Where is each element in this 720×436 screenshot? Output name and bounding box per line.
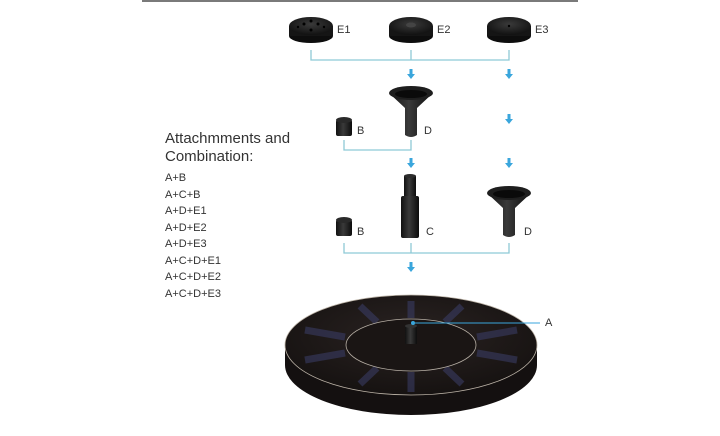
- list-item: A+C+D+E2: [165, 271, 221, 283]
- list-item: A+C+D+E3: [165, 287, 221, 300]
- label-e3: E3: [535, 24, 549, 36]
- arrow-down-icon: [505, 69, 513, 79]
- list-item: A+D+E2: [165, 221, 207, 234]
- list-item: A+D+E3: [165, 238, 207, 250]
- part-b-top-icon: [336, 117, 352, 136]
- nozzle-e3-icon: [487, 17, 531, 43]
- label-b-top: B: [357, 125, 365, 137]
- label-a: A: [545, 317, 553, 329]
- combination-list: A+B A+C+B A+D+E1 A+D+E2 A+D+E3 A+C+D+E1 …: [165, 170, 221, 302]
- part-d-bottom-icon: [487, 186, 531, 237]
- list-item: A+C+B: [165, 188, 201, 201]
- heading-line-2: Combination:: [165, 148, 254, 165]
- top-divider: [142, 0, 578, 2]
- part-c-icon: [401, 174, 419, 238]
- arrow-down-icon: [505, 114, 513, 124]
- nozzle-e2-icon: [389, 17, 433, 43]
- part-b-bottom-icon: [336, 217, 352, 236]
- heading-line-1: Attachmments and: [165, 130, 291, 147]
- part-d-top-icon: [389, 86, 433, 137]
- arrow-down-icon: [407, 262, 415, 272]
- list-item: A+D+E1: [165, 205, 207, 217]
- solar-panel-a-icon: [284, 294, 540, 415]
- label-b-bottom: B: [357, 226, 365, 238]
- combination-heading: Attachmments and Combination:: [165, 130, 290, 166]
- arrow-down-icon: [407, 158, 415, 168]
- nozzle-e1-icon: [289, 17, 333, 43]
- connector-e-row: [310, 50, 510, 61]
- label-e1: E1: [337, 24, 351, 36]
- label-d-top: D: [424, 125, 432, 137]
- label-d-bottom: D: [524, 226, 532, 238]
- connector-bcd: [343, 243, 510, 254]
- arrow-down-icon: [505, 158, 513, 168]
- connector-bd: [343, 140, 412, 151]
- label-c: C: [426, 226, 434, 238]
- arrow-down-icon: [407, 69, 415, 79]
- label-e2: E2: [437, 24, 451, 36]
- list-item: A+B: [165, 172, 187, 184]
- list-item: A+C+D+E1: [165, 254, 221, 267]
